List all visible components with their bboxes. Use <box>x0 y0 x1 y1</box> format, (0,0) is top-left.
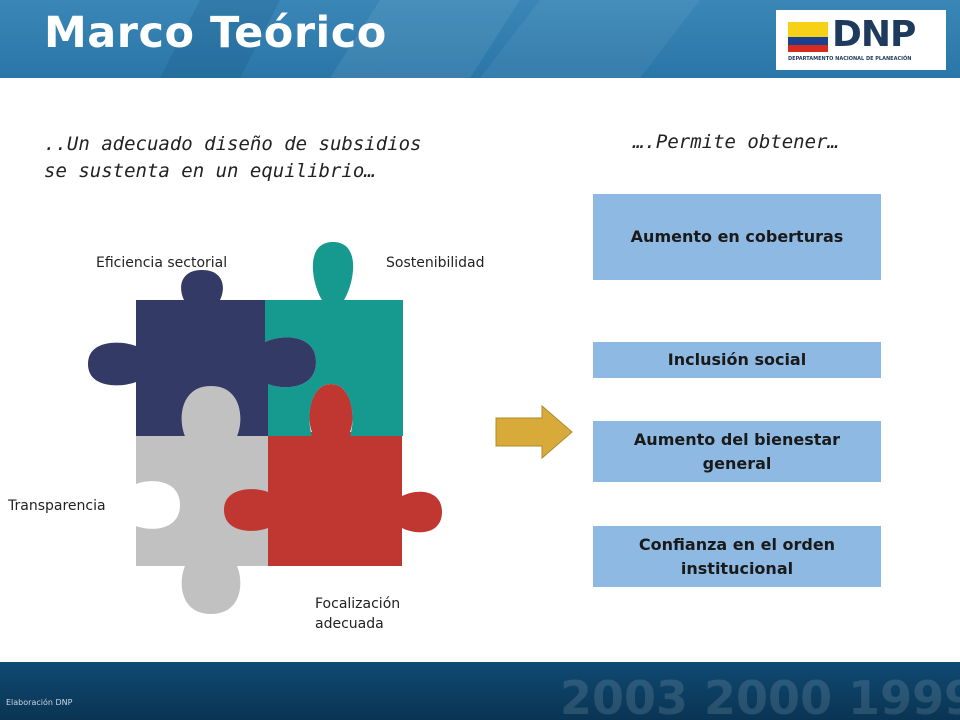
footer-decor: 2003 2000 1999 20 <box>560 671 960 720</box>
results-heading: ….Permite obtener… <box>633 131 839 153</box>
label-focalizacion: Focalización adecuada <box>315 596 401 632</box>
colombia-flag-icon <box>788 22 828 52</box>
result-label: Aumento del bienestar general <box>633 429 841 473</box>
result-box-inclusion: Inclusión social <box>593 342 881 378</box>
header-decor <box>160 0 700 78</box>
result-box-bienestar: Aumento del bienestar general <box>593 421 881 482</box>
puzzle-piece-focalizacion <box>224 384 442 566</box>
label-eficiencia-sectorial: Eficiencia sectorial <box>96 255 228 271</box>
intro-text: ..Un adecuado diseño de subsidios se sus… <box>44 133 422 182</box>
label-transparencia: Transparencia <box>8 498 106 514</box>
dnp-logo: DNP DEPARTAMENTO NACIONAL DE PLANEACIÓN <box>776 10 946 70</box>
footer-bar: 2003 2000 1999 20 <box>0 662 960 720</box>
result-label: Inclusión social <box>667 350 807 369</box>
page-title: Marco Teórico <box>44 8 387 58</box>
result-box-coberturas: Aumento en coberturas <box>593 194 881 280</box>
result-label: Confianza en el orden institucional <box>638 534 836 578</box>
result-box-confianza: Confianza en el orden institucional <box>593 526 881 587</box>
logo-text: DNP <box>832 14 916 55</box>
label-sostenibilidad: Sostenibilidad <box>386 255 485 271</box>
puzzle-piece-sostenibilidad <box>265 242 403 436</box>
puzzle-piece-transparencia <box>136 386 268 614</box>
right-arrow-icon <box>495 404 573 460</box>
puzzle-piece-eficiencia <box>88 270 316 436</box>
footer-decor-text: 2003 2000 1999 20 <box>560 671 960 720</box>
logo-subtitle: DEPARTAMENTO NACIONAL DE PLANEACIÓN <box>788 56 912 62</box>
footer-note: Elaboración DNP <box>6 698 73 707</box>
result-label: Aumento en coberturas <box>630 227 844 246</box>
